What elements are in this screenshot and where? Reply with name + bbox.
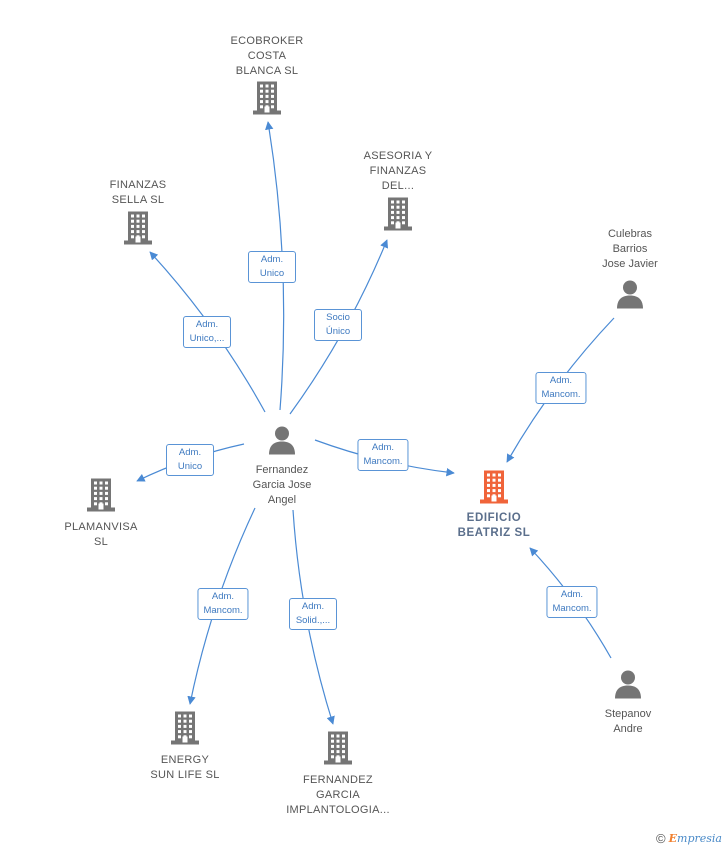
edge-label-fernandez-fernandez_garcia_impl[interactable]: Adm. Solid.,... [289,598,337,630]
empresia-logo: Empresia [668,832,722,845]
edge-label-fernandez-edificio[interactable]: Adm. Mancom. [357,439,409,471]
node-label-fernandez[interactable]: Fernandez Garcia Jose Angel [252,464,312,506]
node-label-culebras[interactable]: Culebras Barrios Jose Javier [602,228,658,270]
edge-label-fernandez-energy[interactable]: Adm. Mancom. [197,588,249,620]
node-label-finanzas_sella[interactable]: FINANZAS SELLA SL [109,179,167,206]
edge-label-culebras-edificio[interactable]: Adm. Mancom. [535,372,587,404]
edge-label-fernandez-plamanvisa[interactable]: Adm. Unico [166,444,214,476]
node-label-ecobroker[interactable]: ECOBROKER COSTA BLANCA SL [230,35,304,77]
building-icon[interactable] [383,197,413,236]
node-label-plamanvisa[interactable]: PLAMANVISA SL [64,521,138,548]
building-icon[interactable] [170,711,200,750]
building-icon[interactable] [86,478,116,517]
copyright-icon: © [656,831,666,846]
building-icon[interactable] [479,470,509,509]
edge-label-fernandez-finanzas_sella[interactable]: Adm. Unico,... [183,316,231,348]
node-label-fernandez_garcia_impl[interactable]: FERNANDEZ GARCIA IMPLANTOLOGIA... [286,774,390,816]
building-icon[interactable] [323,731,353,770]
edge-label-fernandez-ecobroker[interactable]: Adm. Unico [248,251,296,283]
person-icon[interactable] [615,279,645,314]
building-icon[interactable] [123,211,153,250]
person-icon[interactable] [267,425,297,460]
person-icon[interactable] [613,669,643,704]
edge-label-stepanov-edificio[interactable]: Adm. Mancom. [546,586,598,618]
building-icon[interactable] [252,81,282,120]
brand-footer: © Empresia [656,831,722,846]
node-label-energy[interactable]: ENERGY SUN LIFE SL [150,754,220,781]
node-label-stepanov[interactable]: Stepanov Andre [604,708,652,735]
node-label-asesoria[interactable]: ASESORIA Y FINANZAS DEL... [363,150,433,192]
node-label-edificio[interactable]: EDIFICIO BEATRIZ SL [457,512,531,539]
edge-label-fernandez-asesoria[interactable]: Socio Único [314,309,362,341]
